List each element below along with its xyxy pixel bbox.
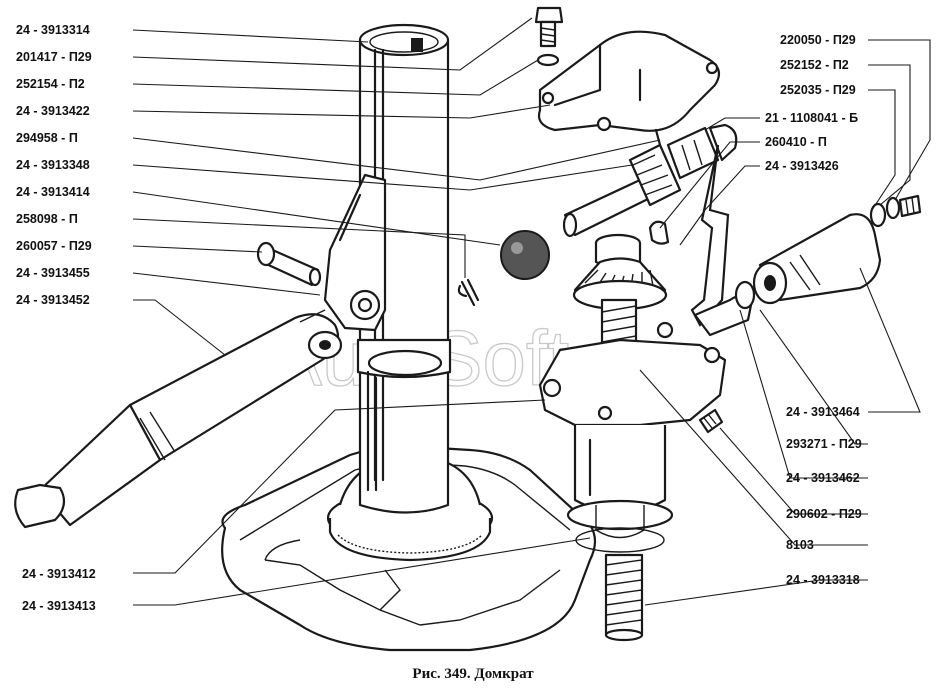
- bolt-drawing: [534, 6, 564, 67]
- label-24-3913414: 24 - 3913414: [16, 185, 90, 199]
- set-screw-drawing: [698, 408, 724, 434]
- pinion-shaft-drawing: [562, 123, 738, 238]
- label-24-3913422: 24 - 3913422: [16, 104, 90, 118]
- labels-right: 220050 - П29 252152 - П2 252035 - П29 21…: [765, 33, 862, 587]
- label-24-3913348: 24 - 3913348: [16, 158, 90, 172]
- cotter-pin-drawing: [457, 278, 480, 307]
- bushing-drawing: [752, 213, 882, 305]
- label-260057-p29: 260057 - П29: [16, 239, 92, 253]
- label-258098-p: 258098 - П: [16, 212, 78, 226]
- top-cover-drawing: [537, 30, 721, 132]
- label-24-3913314: 24 - 3913314: [16, 23, 90, 37]
- leader-lines: [132, 17, 931, 606]
- label-24-3913462: 24 - 3913462: [786, 471, 860, 485]
- label-201417-p29: 201417 - П29: [16, 50, 92, 64]
- label-24-3913455: 24 - 3913455: [16, 266, 90, 280]
- label-252035-p29: 252035 - П29: [780, 83, 856, 97]
- label-260410-p: 260410 - П: [765, 135, 827, 149]
- screw-head-drawing: [572, 233, 668, 311]
- label-24-3913412: 24 - 3913412: [22, 567, 96, 581]
- housing-drawing: [538, 321, 727, 553]
- label-293271-p29: 293271 - П29: [786, 437, 862, 451]
- washers-drawing: [869, 194, 922, 228]
- labels-left: 24 - 3913314 201417 - П29 252154 - П2 24…: [16, 23, 96, 613]
- label-24-3913464: 24 - 3913464: [786, 405, 860, 419]
- label-24-3913426: 24 - 3913426: [765, 159, 839, 173]
- label-21-1108041-b: 21 - 1108041 - Б: [765, 111, 858, 125]
- label-294958-p: 294958 - П: [16, 131, 78, 145]
- key-drawing: [648, 220, 670, 245]
- label-290602-p29: 290602 - П29: [786, 507, 862, 521]
- handle-drawing: [14, 309, 343, 529]
- label-220050-p29: 220050 - П29: [780, 33, 856, 47]
- label-8103: 8103: [786, 538, 814, 552]
- label-252154-p2: 252154 - П2: [16, 77, 85, 91]
- cap-drawing: [500, 230, 550, 280]
- label-24-3913413: 24 - 3913413: [22, 599, 96, 613]
- pin-drawing: [256, 241, 322, 287]
- ring-drawing: [734, 280, 756, 310]
- label-24-3913318: 24 - 3913318: [786, 573, 860, 587]
- lower-screw-drawing: [604, 553, 644, 642]
- label-252152-p2: 252152 - П2: [780, 58, 849, 72]
- figure-caption: Рис. 349. Домкрат: [412, 666, 534, 682]
- label-24-3913452: 24 - 3913452: [16, 293, 90, 307]
- bracket-drawing: [323, 173, 387, 332]
